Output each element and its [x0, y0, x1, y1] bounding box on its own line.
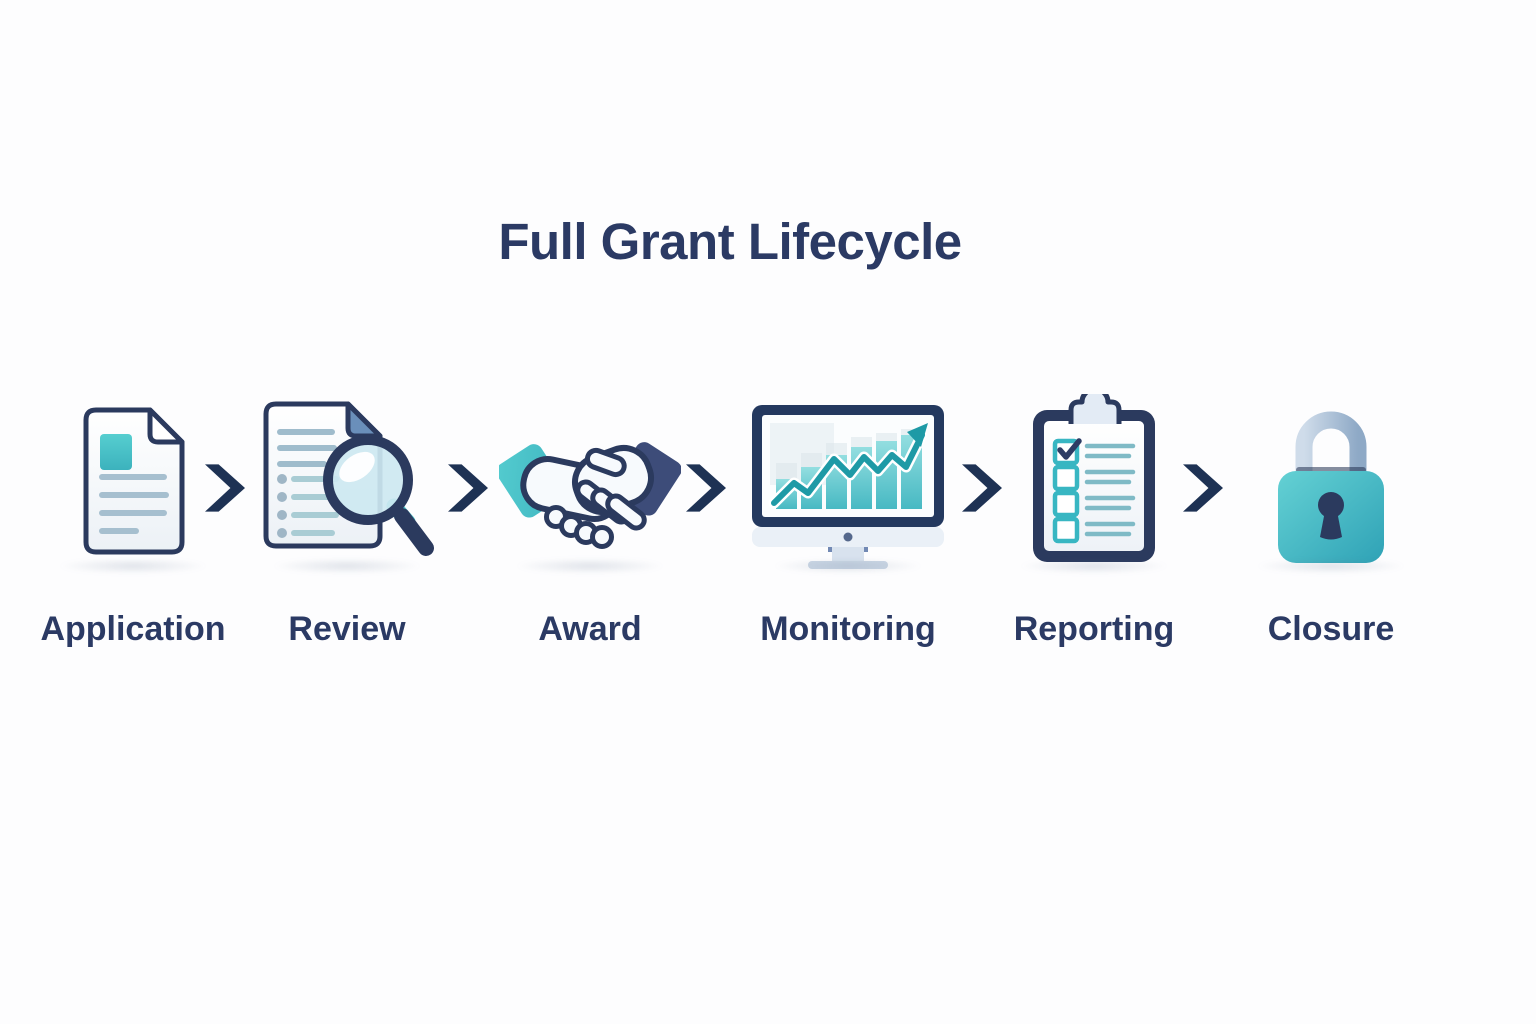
stage-closure: Closure [1231, 392, 1431, 649]
stage-monitoring: Monitoring [748, 392, 948, 649]
icon-shadow [272, 558, 422, 574]
stage-label: Review [288, 610, 406, 648]
stage-label: Monitoring [760, 610, 936, 648]
stage-label: Closure [1267, 610, 1395, 648]
icon-shadow [1019, 558, 1169, 574]
clipboard-checklist-icon [1033, 394, 1155, 562]
icon-shadow [1256, 558, 1406, 574]
monitor-chart-icon [752, 405, 944, 569]
arrow-icon [686, 464, 726, 512]
stage-reporting: Reporting [994, 392, 1194, 649]
stage-award: Award [490, 392, 690, 649]
handshake-icon [499, 442, 681, 549]
arrow-icon [1183, 464, 1223, 512]
stage-review: Review [247, 392, 447, 649]
stage-application: Application [15, 392, 251, 649]
page-title: Full Grant Lifecycle [498, 213, 962, 270]
icon-shadow [515, 558, 665, 574]
arrow-icon [962, 464, 1002, 512]
arrow-icon [448, 464, 488, 512]
stage-label: Reporting [1013, 610, 1175, 648]
icon-shadow [773, 558, 923, 574]
arrow-icon [205, 464, 245, 512]
document-icon [83, 407, 185, 555]
document-magnifier-icon [263, 401, 434, 556]
padlock-icon [1278, 411, 1384, 563]
stage-label: Application [40, 610, 226, 648]
stage-label: Award [538, 610, 642, 648]
icon-shadow [58, 558, 208, 574]
